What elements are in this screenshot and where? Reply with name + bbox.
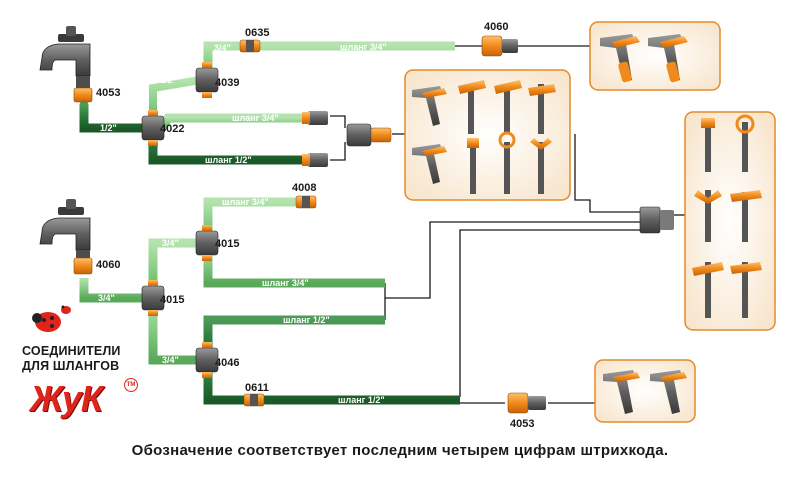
splitter-fitting-4015-upper	[195, 225, 219, 261]
spray-gun-icon	[650, 370, 687, 414]
size-label-12: 1/2"	[100, 123, 117, 133]
code-4060-top: 4060	[484, 21, 508, 33]
quick-connector-4060-top	[481, 35, 518, 57]
top-system	[79, 41, 455, 165]
connector-lines	[330, 45, 685, 404]
splitter-fitting-4015-lower	[141, 280, 165, 316]
sprinkler-icon	[730, 262, 762, 318]
splitter-fitting-4046	[195, 342, 219, 378]
sprinkler-icon	[528, 84, 556, 134]
size-label-34-d: 3/4"	[162, 355, 179, 365]
sprinkler-icon	[498, 131, 516, 194]
size-label-34-top: 3/4"	[214, 43, 231, 53]
sprinkler-icon	[694, 190, 722, 242]
code-4015-upper: 4015	[215, 238, 239, 250]
code-4039: 4039	[215, 77, 239, 89]
splitter-fitting-4022	[141, 110, 165, 146]
hose-label-top-main: шланг 3/4"	[340, 42, 387, 52]
coupling-adapter-right	[639, 206, 674, 234]
sprinkler-panel-right	[684, 111, 776, 331]
hose-label-low-bottom: шланг 1/2"	[338, 395, 385, 405]
brand-trademark: TM	[124, 378, 138, 392]
connector-fitting-0611	[243, 393, 265, 407]
code-4046: 4046	[215, 357, 239, 369]
sprinkler-panel-middle	[404, 69, 571, 201]
connector-fitting-mid	[302, 111, 328, 125]
code-4015-lower: 4015	[160, 294, 184, 306]
brand-title-line1: СОЕДИНИТЕЛИ	[22, 344, 121, 358]
sprinkler-icon	[730, 190, 762, 242]
spray-gun-icon	[412, 144, 447, 184]
sprinkler-icon	[701, 118, 715, 172]
footer-caption: Обозначение соответствует последним четы…	[131, 442, 669, 459]
brand-title: СОЕДИНИТЕЛИ ДЛЯ ШЛАНГОВ	[22, 344, 172, 374]
hose-label-top-mid: шланг 3/4"	[232, 113, 279, 123]
faucet-icon-bottom	[39, 199, 93, 275]
size-label-34-e: 3/4"	[213, 224, 230, 234]
spray-gun-icon	[648, 34, 688, 83]
code-4053-bottom: 4053	[510, 418, 534, 430]
code-4060-bottom: 4060	[96, 259, 120, 271]
code-0611: 0611	[245, 382, 269, 394]
spray-gun-panel-bottom	[594, 359, 696, 423]
code-0635: 0635	[245, 27, 269, 39]
size-label-34-b: 3/4"	[98, 293, 115, 303]
connector-fitting-0635	[239, 39, 261, 53]
connector-fitting-low	[302, 153, 328, 167]
hose-label-low-upper: шланг 1/2"	[283, 315, 330, 325]
size-label-34-c: 3/4"	[162, 238, 179, 248]
spray-gun-icon	[603, 370, 640, 414]
spray-gun-panel-top	[589, 21, 721, 91]
ladybug-icon	[32, 305, 71, 332]
size-label-shlang-vertical: шланг	[138, 72, 148, 100]
hose-label-mid-upper-left: шланг 3/4"	[222, 197, 269, 207]
splitter-fitting-4039	[195, 62, 219, 98]
size-label-12-small: 1/2"	[160, 75, 177, 85]
faucet-icon-top	[39, 26, 93, 103]
hose-label-mid-long: шланг 3/4"	[262, 278, 309, 288]
code-4022: 4022	[160, 123, 184, 135]
sprinkler-icon	[467, 138, 479, 194]
sprinkler-icon	[494, 80, 522, 134]
code-4008: 4008	[292, 182, 316, 194]
tap-adapter-fitting	[346, 123, 392, 147]
brand-logo: ЖуК	[30, 378, 103, 419]
repair-connector-4008	[295, 195, 317, 209]
code-4053-top: 4053	[96, 87, 120, 99]
sprinkler-icon	[458, 80, 486, 134]
sprinkler-icon	[735, 114, 755, 172]
spray-gun-icon	[600, 34, 640, 83]
quick-connector-4053-bottom	[507, 392, 546, 414]
spray-gun-icon	[412, 86, 447, 126]
sprinkler-icon	[530, 138, 552, 194]
hose-label-mid-upper-right: шланг 1/2"	[320, 197, 367, 207]
hose-label-top-low: шланг 1/2"	[205, 155, 252, 165]
brand-title-line2: ДЛЯ ШЛАНГОВ	[22, 359, 120, 373]
sprinkler-icon	[692, 262, 724, 318]
